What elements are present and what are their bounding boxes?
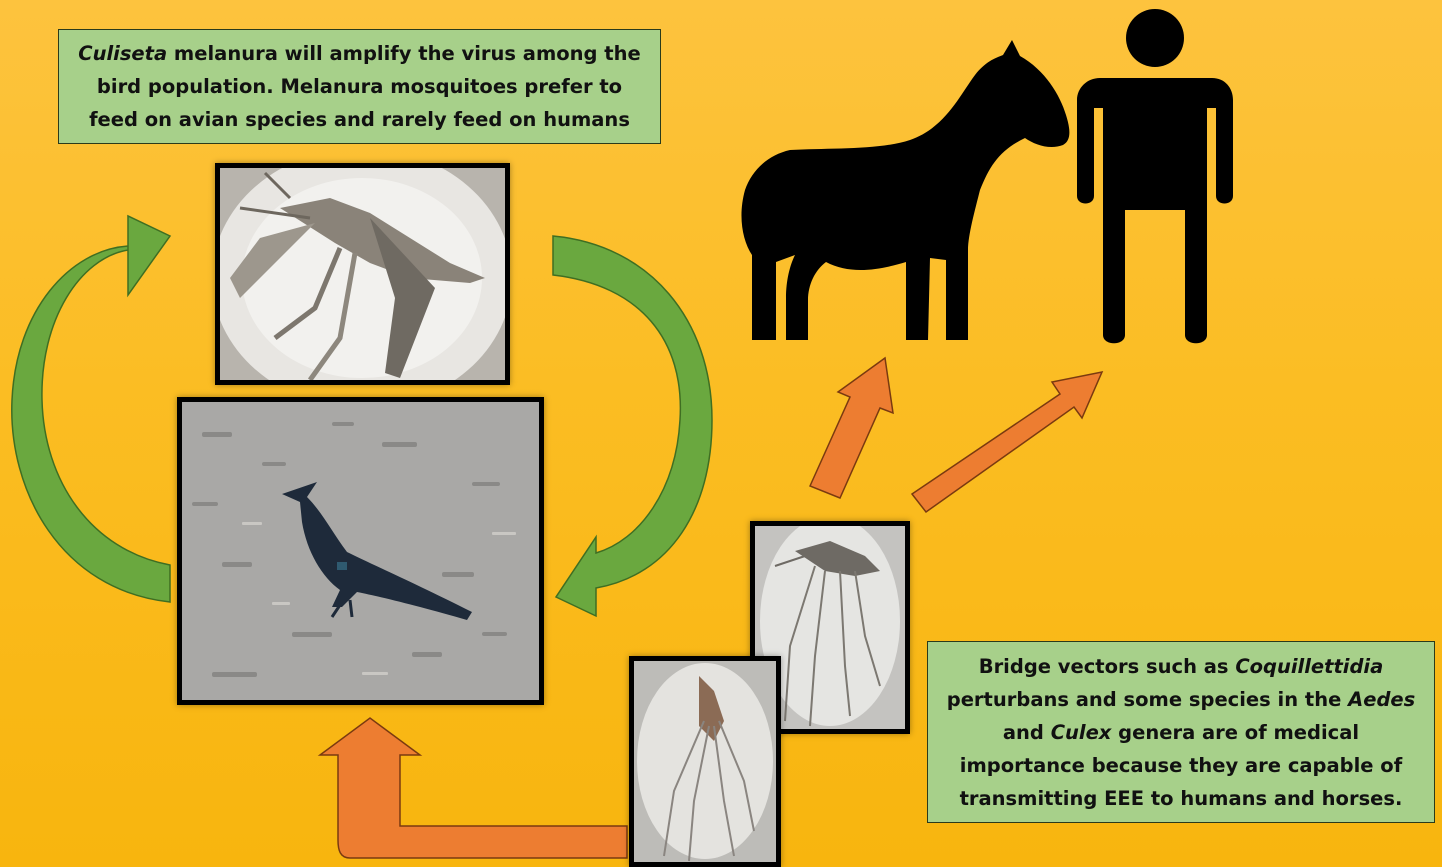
amplification-line-3: feed on avian species and rarely feed on… — [78, 103, 640, 136]
bridge-line-1-text: Bridge vectors such as — [979, 655, 1236, 678]
bridge-line-1: Bridge vectors such as Coquillettidia — [947, 650, 1415, 683]
person-icon — [1077, 9, 1233, 343]
bridge-vector-text-box: Bridge vectors such as Coquillettidia pe… — [927, 641, 1435, 823]
culiseta-mosquito-image — [215, 163, 510, 385]
species-name-coquillettidia: Coquillettidia — [1235, 655, 1383, 678]
bridge-line-3: and Culex genera are of medical — [947, 716, 1415, 749]
amplification-line-1: Culiseta melanura will amplify the virus… — [78, 37, 640, 70]
bridge-vector-mosquito-image-2 — [629, 656, 781, 867]
bridge-line-5: transmitting EEE to humans and horses. — [947, 782, 1415, 815]
bridge-line-3-text-a: and — [1003, 721, 1051, 744]
bridge-line-3-text-b: genera are of medical — [1111, 721, 1359, 744]
bird-image — [177, 397, 544, 705]
amplification-line-2: bird population. Melanura mosquitoes pre… — [78, 70, 640, 103]
amplification-text-box: Culiseta melanura will amplify the virus… — [58, 29, 661, 144]
genus-name-culex: Culex — [1051, 721, 1112, 744]
species-name-culiseta: Culiseta — [78, 42, 167, 65]
amplification-line-1-rest: melanura will amplify the virus among th… — [167, 42, 641, 65]
genus-name-aedes: Aedes — [1348, 688, 1415, 711]
bridge-line-2-text: perturbans and some species in the — [947, 688, 1348, 711]
bridge-line-2: perturbans and some species in the Aedes — [947, 683, 1415, 716]
horse-icon — [741, 40, 1069, 340]
bridge-line-4: importance because they are capable of — [947, 749, 1415, 782]
